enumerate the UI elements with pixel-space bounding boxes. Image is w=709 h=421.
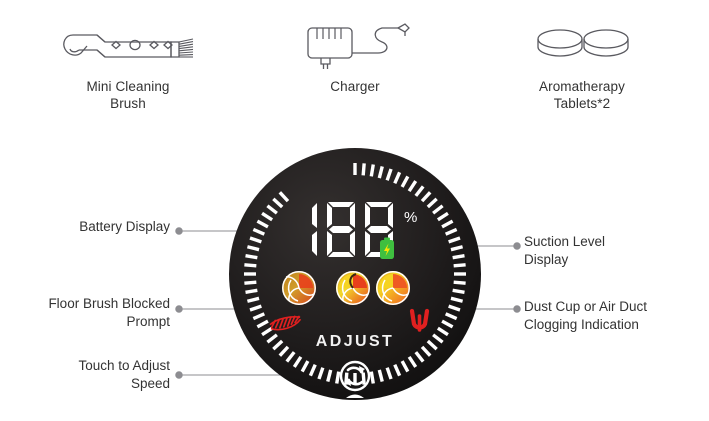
accessory-label: Charger [330, 79, 380, 94]
battery-digits [312, 202, 393, 257]
tablets-icon [482, 8, 682, 78]
duct-clog-alert-icon [409, 308, 430, 332]
cycle-arrows-icon[interactable] [339, 360, 371, 392]
accessory-charger: Charger [255, 8, 455, 95]
roller-brush-alert-icon [269, 315, 302, 331]
charger-icon [255, 8, 455, 78]
brush-icon [28, 8, 228, 78]
suction-level-display [282, 271, 410, 305]
percent-symbol: % [404, 209, 417, 226]
tick-ring [244, 163, 466, 385]
adjust-label: ADJUST [316, 333, 394, 350]
suction-level-3[interactable] [376, 271, 410, 305]
battery-charging-icon [380, 237, 394, 259]
dial-face[interactable]: % [228, 148, 482, 402]
suction-level-2[interactable] [336, 271, 370, 305]
suction-level-1[interactable] [282, 271, 316, 305]
control-dial[interactable]: % [228, 148, 482, 410]
callout-battery-display: Battery Display [79, 219, 170, 234]
